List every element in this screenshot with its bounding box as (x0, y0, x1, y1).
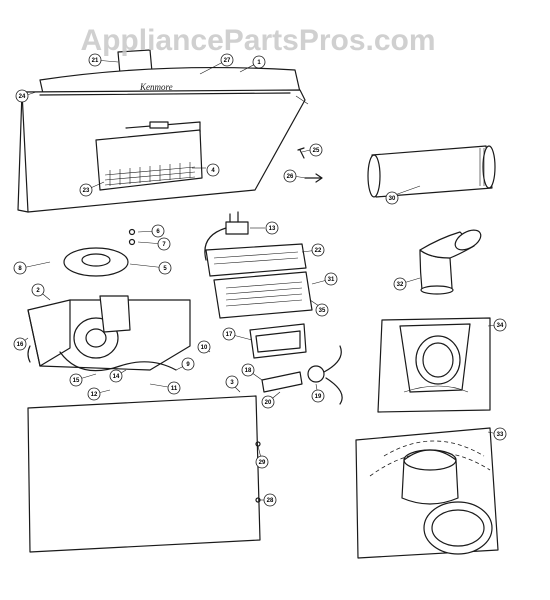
bottom-panel (27, 395, 261, 553)
callout-25: 25 (309, 143, 323, 157)
svg-text:12: 12 (91, 392, 98, 398)
callout-3: 3 (225, 375, 239, 389)
duct-pipe (367, 145, 496, 198)
callout-33: 33 (493, 427, 507, 441)
hood-grille (104, 162, 196, 186)
svg-text:24: 24 (19, 94, 26, 100)
svg-text:25: 25 (313, 148, 320, 154)
brand-label: Kenmore (139, 82, 173, 92)
svg-text:5: 5 (163, 266, 167, 272)
svg-text:29: 29 (259, 460, 266, 466)
callout-14: 14 (109, 369, 123, 383)
svg-text:4: 4 (211, 168, 215, 174)
svg-text:14: 14 (113, 374, 120, 380)
callout-27: 27 (220, 53, 234, 67)
callout-34: 34 (493, 318, 507, 332)
callout-29: 29 (255, 455, 269, 469)
callout-16: 16 (13, 337, 27, 351)
blower-housing-assembly (27, 228, 191, 372)
svg-text:33: 33 (497, 432, 504, 438)
duct-elbow (419, 229, 482, 295)
svg-text:7: 7 (162, 242, 166, 248)
svg-text:11: 11 (171, 386, 178, 392)
svg-text:28: 28 (267, 498, 274, 504)
callout-4: 4 (206, 163, 220, 177)
callout-5: 5 (158, 261, 172, 275)
wall-cap (377, 317, 491, 413)
callout-28: 28 (263, 493, 277, 507)
svg-text:35: 35 (319, 308, 326, 314)
callout-7: 7 (157, 237, 171, 251)
watermark-text: AppliancePartsPros.com (80, 24, 435, 57)
light-components (249, 323, 343, 405)
callout-31: 31 (324, 272, 338, 286)
svg-text:30: 30 (389, 196, 396, 202)
callout-22: 22 (311, 243, 325, 257)
callout-8: 8 (13, 261, 27, 275)
callout-20: 20 (261, 395, 275, 409)
svg-text:6: 6 (156, 229, 160, 235)
callout-12: 12 (87, 387, 101, 401)
callout-24: 24 (15, 89, 29, 103)
callout-9: 9 (181, 357, 195, 371)
callout-17: 17 (222, 327, 236, 341)
svg-text:26: 26 (287, 174, 294, 180)
svg-text:20: 20 (265, 400, 272, 406)
callout-15: 15 (69, 373, 83, 387)
svg-text:8: 8 (18, 266, 22, 272)
callout-19: 19 (311, 389, 325, 403)
callout-23: 23 (79, 183, 93, 197)
callout-18: 18 (241, 363, 255, 377)
svg-text:9: 9 (186, 362, 190, 368)
callout-13: 13 (265, 221, 279, 235)
svg-text:27: 27 (224, 58, 231, 64)
callout-35: 35 (315, 303, 329, 317)
svg-text:10: 10 (201, 345, 208, 351)
svg-text:1: 1 (257, 60, 261, 66)
callout-1: 1 (252, 55, 266, 69)
callout-32: 32 (393, 277, 407, 291)
callout-26: 26 (283, 169, 297, 183)
svg-text:15: 15 (73, 378, 80, 384)
range-hood-assembly: Kenmore (17, 49, 323, 213)
callout-21: 21 (88, 53, 102, 67)
svg-text:21: 21 (92, 58, 99, 64)
svg-text:23: 23 (83, 188, 90, 194)
svg-text:19: 19 (315, 394, 322, 400)
svg-text:31: 31 (328, 277, 335, 283)
callout-11: 11 (167, 381, 181, 395)
svg-text:22: 22 (315, 248, 322, 254)
svg-text:32: 32 (397, 282, 404, 288)
callout-2: 2 (31, 283, 45, 297)
switch-assembly (204, 211, 249, 261)
svg-text:34: 34 (497, 323, 504, 329)
svg-text:17: 17 (226, 332, 233, 338)
svg-text:18: 18 (245, 368, 252, 374)
svg-text:16: 16 (17, 342, 24, 348)
callout-30: 30 (385, 191, 399, 205)
svg-text:3: 3 (230, 380, 234, 386)
roof-cap (355, 427, 499, 559)
filter-grilles (205, 243, 313, 319)
svg-text:13: 13 (269, 226, 276, 232)
svg-text:2: 2 (36, 288, 40, 294)
callout-layer: 1 4 3 5 2 6 7 8 9 10 11 12 13 14 15 16 1… (13, 53, 507, 507)
callout-10: 10 (197, 340, 211, 354)
callout-6: 6 (151, 224, 165, 238)
